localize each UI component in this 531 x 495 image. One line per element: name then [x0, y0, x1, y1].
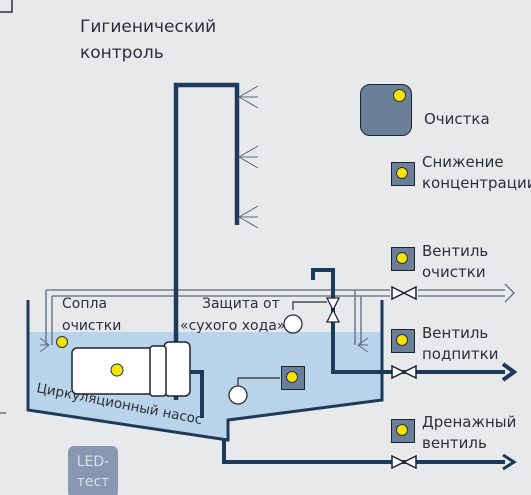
hygiene-control-title: Гигиенический контроль — [80, 17, 217, 63]
led-test-button[interactable]: LED- тест — [68, 446, 118, 495]
fill-vertical-valve-icon — [325, 297, 341, 323]
hygiene-sprays-icon — [238, 85, 259, 229]
dryrun-label-2: «сухого хода» — [180, 318, 286, 334]
pump-status-indicator — [110, 363, 124, 377]
drain-valve-icon — [391, 454, 417, 470]
cleaning-main-label: Очистка — [424, 110, 490, 128]
level-sensor-link — [237, 377, 280, 386]
level-sensor-indicator — [286, 371, 298, 383]
clean-valve-indicator — [396, 252, 408, 264]
cleaning-indicator — [393, 89, 406, 102]
dryrun-label-1: Защита от — [202, 296, 280, 312]
tank-outline — [26, 300, 384, 442]
fill-valve-label-1: Вентиль — [422, 324, 489, 342]
clean-valve-button[interactable] — [391, 247, 415, 271]
level-sensor-button[interactable] — [281, 366, 305, 390]
fill-valve-indicator — [396, 334, 408, 346]
cleaning-line — [45, 289, 505, 345]
nozzle-spray-right-icon — [357, 337, 369, 353]
drain-valve-indicator — [396, 424, 408, 436]
dryrun-sensor-icon — [283, 314, 303, 334]
pump-discharge-pipe — [190, 370, 204, 418]
conc-reduction-label-1: Снижение — [422, 153, 504, 171]
cleaning-outlet-icon — [504, 283, 515, 303]
cleaning-valve-icon — [391, 285, 417, 301]
fill-valve-icon — [391, 364, 417, 380]
dryrun-link — [292, 301, 327, 310]
clean-valve-label-1: Вентиль — [422, 242, 489, 260]
frame-corner — [0, 0, 13, 13]
fill-outlet-icon — [501, 362, 518, 382]
fill-valve-label-2: подпитки — [422, 345, 499, 363]
led-test-label-1: LED- — [76, 454, 110, 470]
nozzles-label-1: Сопла — [62, 296, 108, 312]
conc-reduction-button[interactable] — [391, 162, 415, 186]
fill-pipe — [311, 268, 505, 374]
clean-valve-label-2: очистки — [422, 263, 486, 281]
drain-valve-label-1: Дренажный — [422, 413, 517, 431]
cleaning-line-drop — [354, 290, 362, 345]
conc-reduction-label-2: концентрации — [422, 174, 531, 192]
led-test-label-2: тест — [76, 474, 110, 490]
level-sensor-icon — [228, 385, 248, 405]
fill-valve-button[interactable] — [391, 329, 415, 353]
drain-valve-button[interactable] — [391, 419, 415, 443]
drain-outlet-icon — [502, 453, 517, 471]
nozzle-spray-left-icon — [39, 337, 50, 353]
circulation-pump-icon — [71, 341, 191, 397]
cleaning-main-button[interactable] — [360, 84, 412, 136]
hygiene-riser-pipe — [173, 82, 240, 400]
nozzles-label-2: очистки — [62, 318, 122, 334]
nozzles-indicator — [56, 336, 68, 348]
conc-reduction-indicator — [396, 167, 408, 179]
drain-valve-label-2: вентиль — [422, 434, 487, 452]
